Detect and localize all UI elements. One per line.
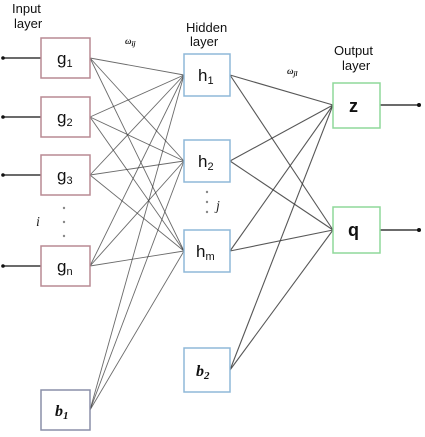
input-node-g3: g3 xyxy=(40,154,91,196)
edge-input-hidden xyxy=(89,250,185,267)
input-node-g1: g1 xyxy=(40,37,91,79)
input-layer-title-line2: layer xyxy=(14,16,43,31)
input-node-label: g3 xyxy=(57,166,73,187)
edge-input-hidden xyxy=(89,160,185,176)
input-index-label: i xyxy=(36,215,40,230)
edge-input-hidden xyxy=(89,74,185,267)
output-node-q: q xyxy=(332,206,381,254)
hidden-index-label: j xyxy=(214,199,220,214)
edge-input-hidden xyxy=(89,57,185,76)
hidden-ellipsis xyxy=(205,190,209,214)
edge-input-hidden xyxy=(89,74,185,411)
input-arrow-tail xyxy=(1,115,5,119)
edge-input-hidden xyxy=(89,250,185,411)
input-arrow-tail xyxy=(1,173,5,177)
output-arrow-head xyxy=(417,228,421,232)
hidden-bias-node-b2: b2 xyxy=(183,347,231,393)
input-node-gn: gn xyxy=(40,245,91,287)
hidden-node-h1: h1 xyxy=(183,53,231,97)
edge-input-hidden xyxy=(89,160,185,411)
edge-hidden-output xyxy=(229,104,334,162)
output-layer-title-line2: layer xyxy=(342,58,371,73)
input-node-label: gn xyxy=(57,257,73,278)
output-node-z: z xyxy=(332,82,381,129)
edge-hidden-output xyxy=(229,74,334,231)
weight-input-hidden-label: ωij xyxy=(125,36,135,48)
input-bias-label: b1 xyxy=(55,403,69,422)
edge-hidden-output xyxy=(229,104,334,371)
edge-input-hidden xyxy=(89,74,185,118)
hidden-bias-label: b2 xyxy=(196,363,210,382)
weight-hidden-output-sub: jl xyxy=(293,70,298,78)
hidden-layer-title-line2: layer xyxy=(190,34,219,49)
output-layer-title-line1: Output xyxy=(334,43,373,58)
output-arrow-head xyxy=(417,103,421,107)
hidden-node-hm: hm xyxy=(183,229,231,273)
hidden-node-label: hm xyxy=(196,242,215,263)
hidden-layer-title-line1: Hidden xyxy=(186,20,227,35)
edge-input-hidden xyxy=(89,74,185,176)
connection-edges xyxy=(89,57,334,411)
output-node-label: z xyxy=(349,96,358,116)
edge-input-hidden xyxy=(89,116,185,162)
io-arrows xyxy=(1,56,421,268)
weight-input-hidden-symbol: ω xyxy=(125,36,132,46)
input-node-g2: g2 xyxy=(40,96,91,138)
hidden-node-label: h1 xyxy=(198,66,214,87)
edge-hidden-output xyxy=(229,74,334,106)
edge-input-hidden xyxy=(89,116,185,252)
input-arrow-tail xyxy=(1,264,5,268)
hidden-node-label: h2 xyxy=(198,152,214,173)
edge-input-hidden xyxy=(89,57,185,162)
edge-input-hidden xyxy=(89,160,185,267)
input-arrow-tail xyxy=(1,56,5,60)
input-bias-node-b1: b1 xyxy=(40,389,91,431)
edge-hidden-output xyxy=(229,229,334,371)
edge-hidden-output xyxy=(229,160,334,231)
input-node-label: g2 xyxy=(57,108,73,129)
weight-input-hidden-sub: ij xyxy=(132,40,136,48)
edge-input-hidden xyxy=(89,57,185,252)
edge-hidden-output xyxy=(229,104,334,252)
input-node-label: g1 xyxy=(57,49,73,70)
input-ellipsis xyxy=(62,206,66,238)
weight-hidden-output-label: ωjl xyxy=(287,66,297,78)
weight-hidden-output-symbol: ω xyxy=(287,66,294,76)
edge-hidden-output xyxy=(229,229,334,252)
hidden-node-h2: h2 xyxy=(183,139,231,183)
input-layer-title-line1: Input xyxy=(12,1,41,16)
output-node-label: q xyxy=(348,220,359,240)
